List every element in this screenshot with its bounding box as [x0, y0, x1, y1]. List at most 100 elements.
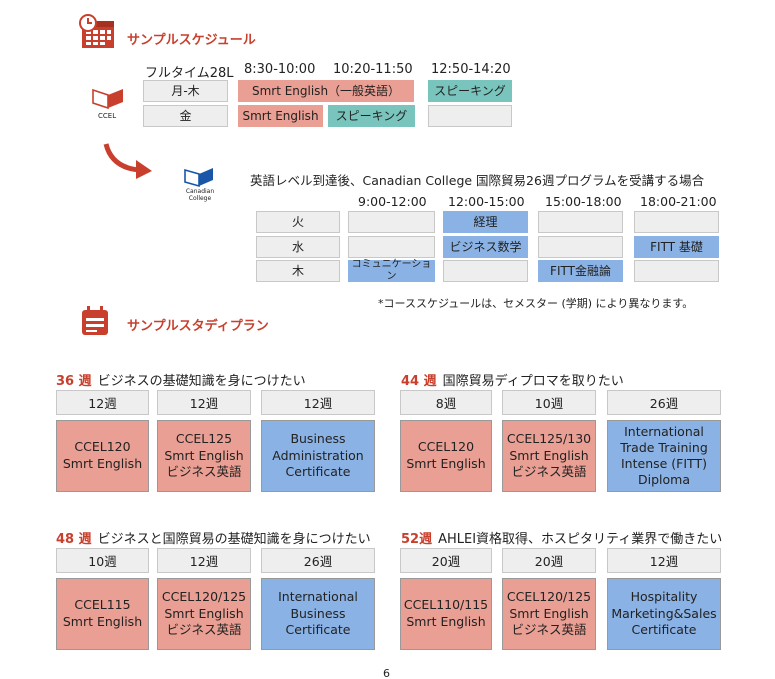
college-class-fitt-finance: FITT金融論: [538, 260, 623, 282]
course-line: Smrt English: [164, 605, 244, 621]
course-line: Diploma: [638, 472, 690, 488]
plan-title: ビジネスの基礎知識を身につけたい: [97, 374, 306, 389]
plan-course-box: CCEL110/115 Smrt English: [400, 578, 492, 650]
course-line: Certificate: [285, 622, 351, 638]
plan-title: ビジネスと国際貿易の基礎知識を身につけたい: [97, 532, 371, 547]
plan-course-box: International Trade Training Intense (FI…: [607, 420, 721, 492]
plan-week-label: 10週: [56, 548, 149, 573]
course-line: Smrt English: [62, 614, 143, 629]
college-day-tue: 火: [256, 211, 340, 233]
course-line: ビジネス英語: [511, 464, 587, 480]
college-time-4: 18:00-21:00: [640, 194, 717, 209]
course-line: ビジネス英語: [166, 622, 242, 638]
college-cell: [443, 260, 528, 282]
course-line: ビジネス英語: [511, 622, 587, 638]
study-plan-icon: [80, 305, 110, 337]
course-line: Administration: [272, 447, 364, 463]
college-day-wed: 水: [256, 236, 340, 258]
plan-course-box: CCEL120 Smrt English: [400, 420, 492, 492]
course-line: Hospitality: [630, 588, 698, 604]
plan-week-label: 12週: [56, 390, 149, 415]
plan-week-label: 26週: [261, 548, 375, 573]
plan-heading: 48 週ビジネスと国際貿易の基礎知識を身につけたい: [56, 528, 371, 547]
plan-course-box: CCEL120/125 Smrt English ビジネス英語: [502, 578, 596, 650]
course-line: CCEL125: [175, 430, 233, 446]
college-time-3: 15:00-18:00: [545, 194, 622, 209]
college-cell: [634, 260, 719, 282]
calendar-clock-icon: [78, 14, 118, 50]
course-line: CCEL110/115: [403, 597, 489, 613]
college-time-2: 12:00-15:00: [448, 194, 525, 209]
ccel-time-2: 10:20-11:50: [333, 62, 413, 77]
college-intro-text: 英語レベル到達後、Canadian College 国際貿易26週プログラムを受…: [250, 173, 705, 188]
course-line: International: [624, 423, 704, 439]
course-line: CCEL120: [74, 439, 131, 455]
college-cell: [538, 236, 623, 258]
ccel-day-fri: 金: [143, 105, 228, 127]
course-line: International: [278, 588, 358, 604]
plan-course-box: CCEL125 Smrt English ビジネス英語: [157, 420, 251, 492]
plan-week-label: 26週: [607, 390, 721, 415]
ccel-time-3: 12:50-14:20: [431, 62, 511, 77]
plan-course-box: CCEL115 Smrt English: [56, 578, 149, 650]
plan-week-label: 20週: [502, 548, 596, 573]
schedule-note: *コーススケジュールは、セメスター (学期) により異なります。: [378, 297, 694, 310]
college-time-1: 9:00-12:00: [358, 194, 427, 209]
plan-heading: 44 週国際貿易ディプロマを取りたい: [401, 370, 624, 389]
schedule-section-title: サンプルスケジュール: [127, 33, 256, 48]
plan-weeks-total: 44 週: [401, 374, 437, 389]
course-line: CCEL125/130: [506, 430, 592, 446]
college-class-fitt-basics: FITT 基礎: [634, 236, 719, 258]
plan-week-label: 20週: [400, 548, 492, 573]
plan-course-box: CCEL125/130 Smrt English ビジネス英語: [502, 420, 596, 492]
course-line: Marketing&Sales: [611, 605, 717, 621]
course-line: Certificate: [631, 622, 697, 638]
course-line: CCEL115: [74, 597, 131, 613]
college-class-accounting: 経理: [443, 211, 528, 233]
ccel-program-label: フルタイム28L: [145, 66, 234, 81]
ccel-class-general-english: Smrt English（一般英語）: [238, 80, 414, 102]
course-line: Smrt English: [509, 605, 589, 621]
college-cell: [634, 211, 719, 233]
college-cell: [538, 211, 623, 233]
plan-week-label: 12週: [261, 390, 375, 415]
plan-course-box: International Business Certificate: [261, 578, 375, 650]
ccel-class-speaking: スピーキング: [428, 80, 512, 102]
plan-course-box: Hospitality Marketing&Sales Certificate: [607, 578, 721, 650]
college-cell: [348, 211, 435, 233]
plan-week-label: 8週: [400, 390, 492, 415]
plan-course-box: CCEL120 Smrt English: [56, 420, 149, 492]
college-day-thu: 木: [256, 260, 340, 282]
plan-week-label: 12週: [607, 548, 721, 573]
course-line: Intense (FITT): [621, 456, 707, 471]
course-line: Certificate: [285, 464, 351, 480]
course-line: Smrt English: [406, 456, 486, 471]
page-number: 6: [383, 667, 390, 679]
course-line: ビジネス英語: [166, 464, 242, 480]
plan-course-box: Business Administration Certificate: [261, 420, 375, 492]
course-line: CCEL120/125: [506, 588, 592, 604]
college-cell: [348, 236, 435, 258]
plan-heading: 52週 AHLEI資格取得、ホスピタリティ業界で働きたい: [401, 528, 722, 547]
course-line: Smrt English: [62, 456, 143, 471]
study-plan-section-title: サンプルスタディプラン: [127, 319, 269, 334]
course-line: Smrt English: [406, 614, 486, 629]
plan-heading: 36 週ビジネスの基礎知識を身につけたい: [56, 370, 306, 389]
course-line: Business: [290, 430, 346, 446]
canadian-college-logo-label: Canadian College: [185, 188, 215, 202]
plan-weeks-total: 52週: [401, 532, 433, 547]
ccel-logo-label: CCEL: [98, 112, 117, 120]
course-line: CCEL120: [417, 439, 475, 455]
course-line: Business: [290, 605, 346, 621]
plan-course-box: CCEL120/125 Smrt English ビジネス英語: [157, 578, 251, 650]
ccel-class-smrt-english: Smrt English: [238, 105, 323, 127]
ccel-class-speaking-fri: スピーキング: [328, 105, 415, 127]
ccel-day-mon-thu: 月-木: [143, 80, 228, 102]
plan-week-label: 10週: [502, 390, 596, 415]
course-line: Smrt English: [164, 447, 244, 463]
plan-weeks-total: 36 週: [56, 374, 92, 389]
plan-title: AHLEI資格取得、ホスピタリティ業界で働きたい: [438, 532, 723, 547]
plan-weeks-total: 48 週: [56, 532, 92, 547]
course-line: Smrt English: [509, 447, 589, 463]
college-class-business-math: ビジネス数学: [443, 236, 528, 258]
